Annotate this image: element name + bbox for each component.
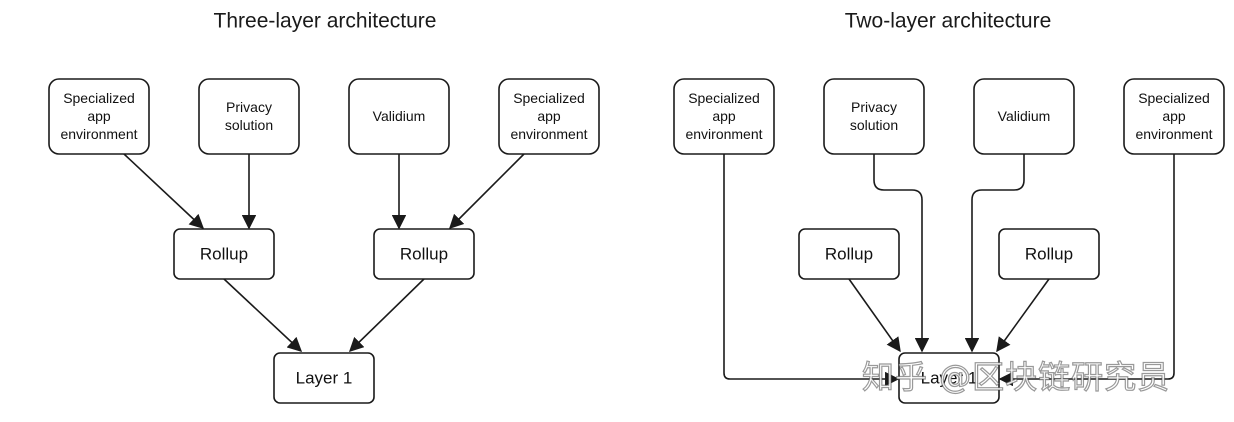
node-label-line: solution [850,117,898,133]
left-panel-title: Three-layer architecture [214,10,437,33]
right-node-specialized-app-1: Specialized app environment [673,78,775,155]
edge-left-specialized2-to-rollup2 [448,153,525,230]
node-label-line: Rollup [200,245,248,264]
left-node-specialized-app-2: Specialized app environment [498,78,600,155]
left-node-rollup-1: Rollup [173,228,275,280]
node-label-line: Rollup [1025,245,1073,264]
node-label-line: Specialized [688,90,760,106]
node-label-line: environment [510,126,587,142]
right-node-rollup-2: Rollup [998,228,1100,280]
left-edges [123,153,525,353]
node-label-line: environment [60,126,137,142]
edge-right-rollup1-to-layer1 [848,278,901,353]
edge-right-specialized2-to-layer1 [998,154,1175,387]
edge-right-privacy-to-layer1 [873,154,930,353]
node-label-line: app [87,108,111,124]
left-node-rollup-2: Rollup [373,228,475,280]
edge-right-specialized1-to-layer1 [723,154,900,387]
node-label-line: Privacy [226,99,272,115]
left-node-privacy-solution: Privacy solution [198,78,300,155]
right-node-layer-1: Layer 1 [898,352,1000,404]
node-label-line: solution [225,117,273,133]
right-panel-title: Two-layer architecture [845,10,1052,33]
right-edges [723,154,1175,387]
right-node-rollup-1: Rollup [798,228,900,280]
node-label-line: Privacy [851,99,897,115]
node-label-line: app [1162,108,1186,124]
left-node-specialized-app-1: Specialized app environment [48,78,150,155]
node-label-line: app [537,108,561,124]
node-label-line: app [712,108,736,124]
node-label-line: environment [685,126,762,142]
edge-left-rollup1-to-layer1 [223,278,303,352]
node-label-line: Rollup [825,245,873,264]
node-label-line: Rollup [400,245,448,264]
right-node-specialized-app-2: Specialized app environment [1123,78,1225,155]
node-label-line: Specialized [1138,90,1210,106]
node-label-line: Specialized [63,90,135,106]
node-label-line: Validium [998,108,1051,124]
node-label-line: Specialized [513,90,585,106]
left-node-validium: Validium [348,78,450,155]
edge-left-rollup2-to-layer1 [348,278,425,353]
node-label-line: Layer 1 [296,369,353,388]
edge-right-rollup2-to-layer1 [996,278,1050,353]
edge-left-specialized1-to-rollup1 [123,153,205,229]
node-label-line: Layer 1 [921,369,978,388]
left-node-layer-1: Layer 1 [273,352,375,404]
edge-right-validium-to-layer1 [964,154,1025,353]
node-label-line: environment [1135,126,1212,142]
right-node-privacy-solution: Privacy solution [823,78,925,155]
right-node-validium: Validium [973,78,1075,155]
node-label-line: Validium [373,108,426,124]
